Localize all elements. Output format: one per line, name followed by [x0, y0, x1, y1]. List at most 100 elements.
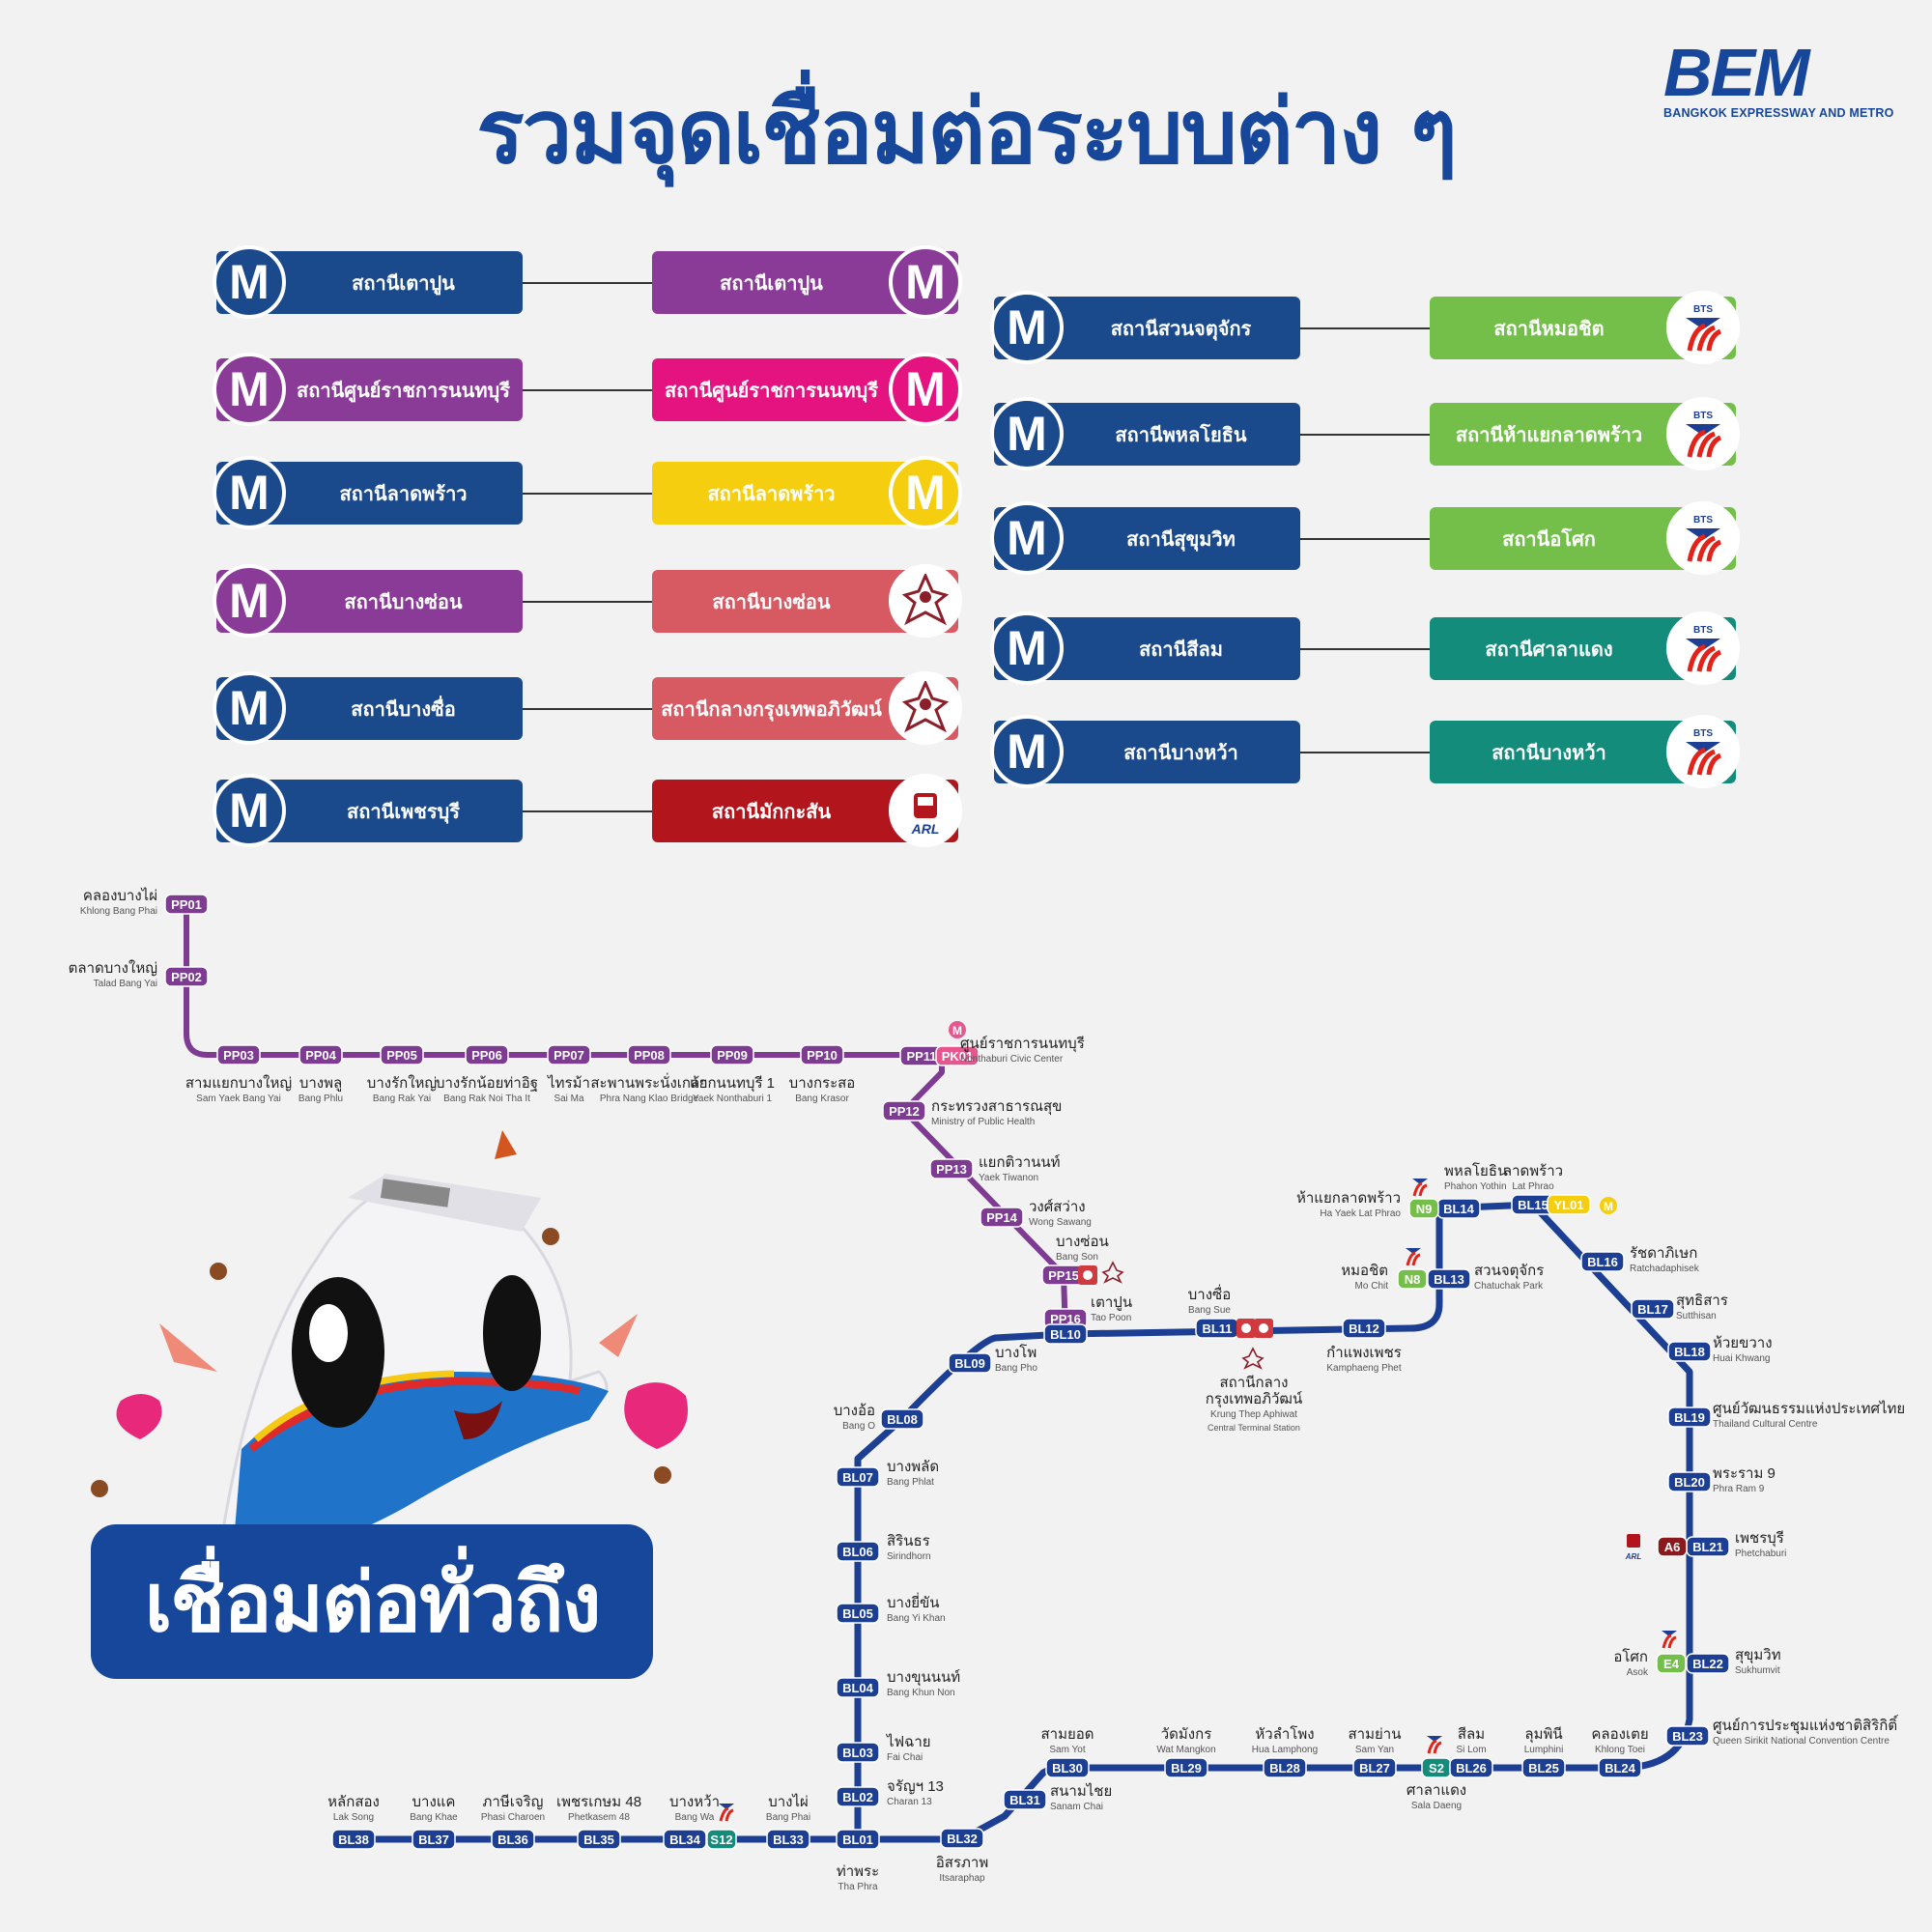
- station-name-en: Tha Phra: [838, 1882, 878, 1892]
- station-name-en: Bang Khae: [410, 1812, 458, 1823]
- station-name-en: Tao Poon: [1091, 1313, 1131, 1323]
- station-code-bl03: BL03: [842, 1746, 873, 1760]
- station-card-label: สถานีสวนจตุจักร: [1110, 316, 1252, 340]
- station-name-en: Phetkasem 48: [568, 1812, 630, 1823]
- blue-line-path: [354, 1201, 1693, 1843]
- station-name-en: Nonthaburi Civic Center: [960, 1054, 1064, 1065]
- station-code-bl07: BL07: [842, 1470, 873, 1485]
- station-name-th: บางพลัด: [887, 1459, 939, 1475]
- station-code-bl17: BL17: [1637, 1302, 1668, 1317]
- station-code-bl18: BL18: [1674, 1345, 1705, 1359]
- station-name-th: บางยี่ขัน: [887, 1592, 940, 1611]
- station-name-th: บางรักน้อยท่าอิฐ: [436, 1075, 538, 1092]
- station-code-n9: N9: [1416, 1202, 1433, 1216]
- station-card-left-from[interactable]: M สถานีเพชรบุรี: [213, 774, 523, 847]
- mrt-transfer-icon: [1600, 1197, 1617, 1214]
- station-badge-pp12: [882, 1100, 926, 1122]
- station-code-bl01: BL01: [842, 1833, 873, 1847]
- bts-logo-icon: BTS: [1666, 501, 1740, 575]
- station-name-en: Yaek Tiwanon: [979, 1173, 1038, 1183]
- station-name-en: Kamphaeng Phet: [1326, 1363, 1402, 1374]
- mrt-logo-icon: M: [213, 774, 286, 847]
- station-card-label: สถานีเพชรบุรี: [347, 799, 460, 823]
- svg-text:BTS: BTS: [1693, 625, 1713, 636]
- svg-text:ARL: ARL: [911, 821, 940, 837]
- station-name-en: Phahon Yothin: [1444, 1181, 1507, 1192]
- station-card-left-to[interactable]: สถานีศูนย์ราชการนนทบุรีM: [652, 353, 962, 426]
- station-name-th: ไฟฉาย: [886, 1733, 931, 1750]
- station-badge-bl34: [663, 1829, 707, 1850]
- connector-line: [1300, 752, 1430, 753]
- station-card-left-to[interactable]: สถานีบางซ่อน: [652, 564, 962, 638]
- station-name-en: Bang Pho: [995, 1363, 1037, 1374]
- station-name-th: กำแพงเพชร: [1326, 1345, 1402, 1361]
- bem-logo: BEM BANGKOK EXPRESSWAY AND METRO: [1663, 39, 1895, 120]
- station-badge-bl26: [1449, 1757, 1493, 1778]
- station-name-en: Sam Yaek Bang Yai: [196, 1094, 281, 1104]
- station-badge-e4: [1656, 1653, 1687, 1674]
- station-badge-pp05: [380, 1044, 424, 1065]
- station-name-th: วัดมังกร: [1161, 1726, 1212, 1743]
- station-name-en: Lak Song: [333, 1812, 374, 1823]
- station-name-th: ห้าแยกลาดพร้าว: [1296, 1190, 1401, 1207]
- station-name-th: ศูนย์การประชุมแห่งชาติสิริกิติ์: [1713, 1715, 1899, 1735]
- station-code-pp04: PP04: [305, 1048, 337, 1063]
- station-code-pp14: PP14: [986, 1210, 1018, 1225]
- station-name-en: Sanam Chai: [1050, 1802, 1103, 1812]
- connector-line: [523, 810, 652, 812]
- station-name-th: ท่าพระ: [837, 1863, 879, 1880]
- bts-logo-icon: BTS: [1666, 715, 1740, 788]
- srt-logo-icon: [889, 564, 962, 638]
- station-card-label: สถานีสุขุมวิท: [1126, 526, 1236, 551]
- station-card-left-to[interactable]: สถานีกลางกรุงเทพอภิวัฒน์: [652, 671, 962, 745]
- bts-transfer-icon: [719, 1804, 734, 1809]
- mrt-logo-icon: M: [990, 611, 1064, 685]
- station-code-bl12: BL12: [1349, 1321, 1379, 1336]
- mrt-logo-icon: M: [990, 715, 1064, 788]
- station-name-th: ศาลาแดง: [1406, 1782, 1466, 1799]
- mrt-logo-icon: M: [213, 456, 286, 529]
- srt-transfer-dot: [1241, 1323, 1251, 1333]
- station-code-bl26: BL26: [1456, 1761, 1487, 1776]
- station-name-th: บางซื่อ: [1188, 1284, 1231, 1303]
- srt-emblem-icon: [1101, 1261, 1124, 1284]
- station-badge-bl17: [1631, 1298, 1675, 1320]
- station-name-th: สะพานพระนั่งเกล้า: [590, 1072, 707, 1092]
- purple-line-path: [184, 904, 1068, 1335]
- arl-transfer-icon: [1627, 1534, 1640, 1548]
- bts-transfer-icon-stripes: [719, 1806, 734, 1822]
- station-badge-bl08: [880, 1408, 924, 1430]
- station-badge-yl01: [1547, 1194, 1591, 1215]
- slogan-banner: เชื่อมต่อทั่วถึง: [91, 1524, 653, 1679]
- station-code-yl01: YL01: [1553, 1198, 1583, 1212]
- station-name-en: Queen Sirikit National Convention Centre: [1713, 1736, 1889, 1747]
- station-name-th: ห้วยขวาง: [1713, 1335, 1773, 1351]
- station-code-pp11: PP11: [906, 1049, 936, 1064]
- station-badge-bl13: [1427, 1268, 1471, 1290]
- connector-line: [523, 708, 652, 710]
- station-name-th: ลาดพร้าว: [1503, 1163, 1563, 1179]
- station-name-th: ภาษีเจริญ: [483, 1794, 544, 1810]
- station-code-pp05: PP05: [386, 1048, 417, 1063]
- station-code-bl33: BL33: [773, 1833, 804, 1847]
- station-name-en: Hua Lamphong: [1252, 1745, 1318, 1755]
